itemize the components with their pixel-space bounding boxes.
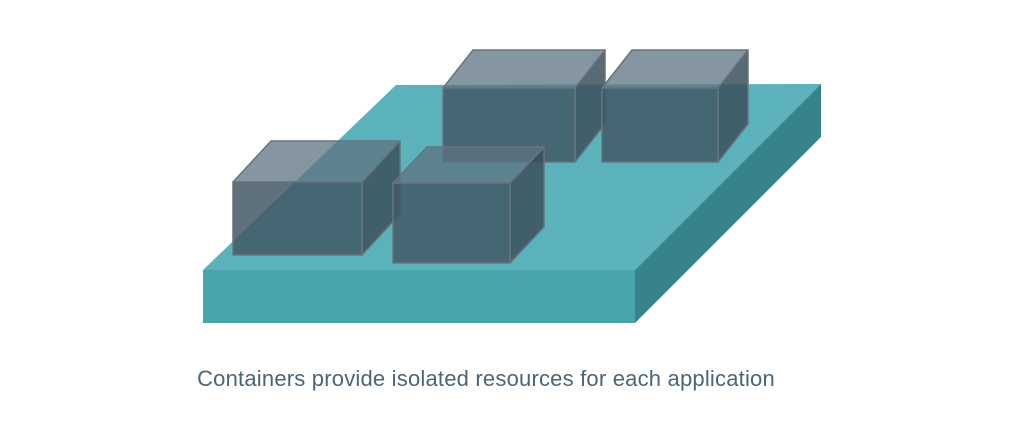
platform-right-face <box>635 84 821 323</box>
platform-front-face <box>203 270 635 323</box>
container-box-front-middle <box>392 146 545 264</box>
box-front-face <box>442 87 576 163</box>
container-box-front-left <box>232 140 401 256</box>
container-box-back-right <box>601 49 749 163</box>
box-front-face <box>601 87 719 163</box>
caption: Containers provide isolated resources fo… <box>197 366 775 391</box>
container-box-back-left <box>442 49 606 163</box>
box-front-face <box>232 181 363 256</box>
box-front-face <box>392 182 511 264</box>
